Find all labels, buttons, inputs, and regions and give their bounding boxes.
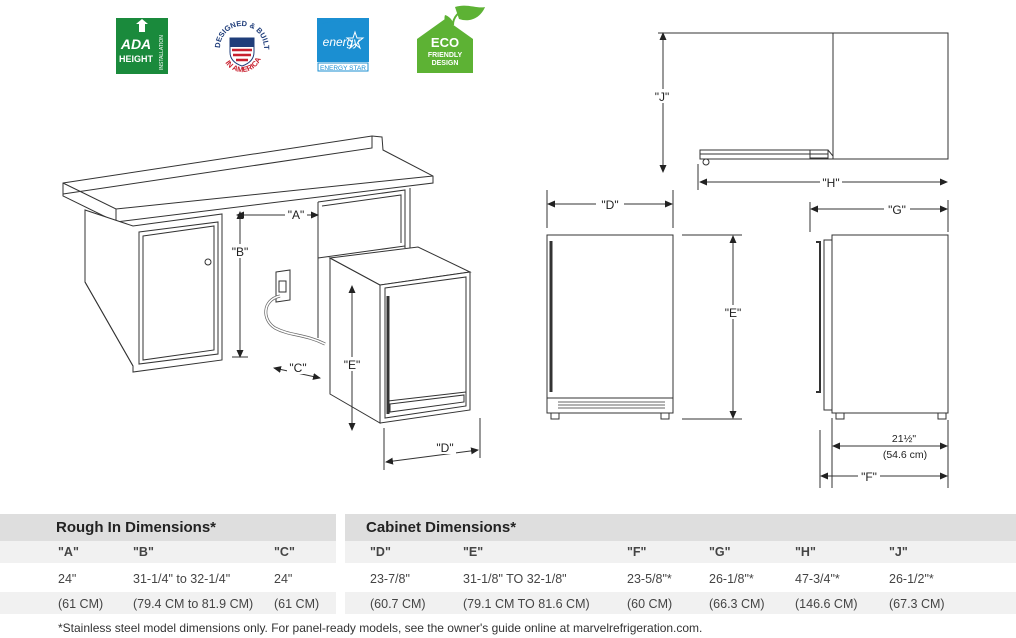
dim-label-a: "A" [288,208,305,222]
front-view [546,190,742,420]
ada-height-badge: ADA HEIGHT INSTALLATION [116,18,168,74]
cabinet-d-cm: (60.7 CM) [370,597,426,611]
cabinet-header-row [345,541,1016,563]
eco-friendly-badge: ECO FRIENDLY DESIGN [415,3,491,75]
star-icon [345,30,365,50]
cabinet-cm-row [345,592,1016,614]
cabinet-d-in: 23-7/8" [370,572,410,586]
rough-in-b-cm: (79.4 CM to 81.9 CM) [133,597,254,611]
eco-badge-line1: ECO [431,35,459,50]
rough-in-c-in: 24" [274,572,293,586]
dim-label-g: "G" [888,203,906,217]
dim-label-d-front: "D" [601,198,618,212]
side-view [809,200,949,488]
eco-badge-line3: DESIGN [432,60,459,67]
dim-label-b: "B" [232,245,249,259]
cabinet-header-f: "F" [627,545,647,559]
cabinet-j-in: 26-1/2"* [889,572,934,586]
up-arrow-icon [136,19,148,32]
rough-in-b-in: 31-1/4" to 32-1/4" [133,572,231,586]
cabinet-e-in: 31-1/8" TO 32-1/8" [463,572,567,586]
dim-label-f: "F" [861,470,877,484]
cabinet-g-cm: (66.3 CM) [709,597,765,611]
footnote: *Stainless steel model dimensions only. … [58,621,703,635]
cabinet-g-in: 26-1/8"* [709,572,754,586]
dim-label-e-front: "E" [725,306,742,320]
rough-in-title: Rough In Dimensions* [56,519,217,536]
cabinet-h-cm: (146.6 CM) [795,597,858,611]
energy-star-script: energy [323,35,361,49]
dim-label-depth-cm: (54.6 cm) [883,449,927,461]
dim-label-c: "C" [289,361,306,375]
cabinet-header-h: "H" [795,545,816,559]
dim-label-j: "J" [655,90,670,104]
rough-in-a-cm: (61 CM) [58,597,104,611]
dim-label-e-install: "E" [344,358,361,372]
cabinet-header-j: "J" [889,545,908,559]
rough-in-header-bar [0,514,336,541]
house-icon [417,19,473,73]
cabinet-header-e: "E" [463,545,484,559]
cabinet-header-g: "G" [709,545,731,559]
cabinet-header-d: "D" [370,545,391,559]
cabinet-header-bar [345,514,1016,541]
dim-label-h: "H" [822,176,839,190]
ada-badge-line1: ADA [120,36,151,52]
rough-in-header-a: "A" [58,545,79,559]
cabinet-title: Cabinet Dimensions* [366,519,517,536]
energy-star-label: ENERGY STAR [320,65,366,72]
cabinet-e-cm: (79.1 CM TO 81.6 CM) [463,597,590,611]
dim-label-d-install: "D" [436,441,453,455]
leaf-icon [455,5,485,21]
cabinet-f-in: 23-5/8"* [627,572,672,586]
ada-badge-side: INSTALLATION [159,35,165,70]
rough-in-header-b: "B" [133,545,154,559]
dimension-drawing: "A" "B" "C" "E" "D" "J" "H" "D" "E" "G" … [62,32,949,488]
ada-badge-line2: HEIGHT [119,54,154,64]
flag-shield-icon [229,37,255,67]
rough-in-a-in: 24" [58,572,77,586]
eco-badge-line2: FRIENDLY [428,52,463,59]
energy-star-badge: energy ENERGY STAR [317,18,369,72]
dim-label-depth-in: 21½" [892,433,916,445]
rough-in-c-cm: (61 CM) [274,597,320,611]
install-view [62,135,481,470]
door-open-side-view [658,32,949,190]
rough-in-header-row [0,541,336,563]
cabinet-f-cm: (60 CM) [627,597,673,611]
rough-in-header-c: "C" [274,545,295,559]
rough-in-cm-row [0,592,336,614]
cabinet-h-in: 47-3/4"* [795,572,840,586]
cabinet-j-cm: (67.3 CM) [889,597,945,611]
usa-made-badge: DESIGNED & BUILT IN AMERICA [210,14,274,78]
